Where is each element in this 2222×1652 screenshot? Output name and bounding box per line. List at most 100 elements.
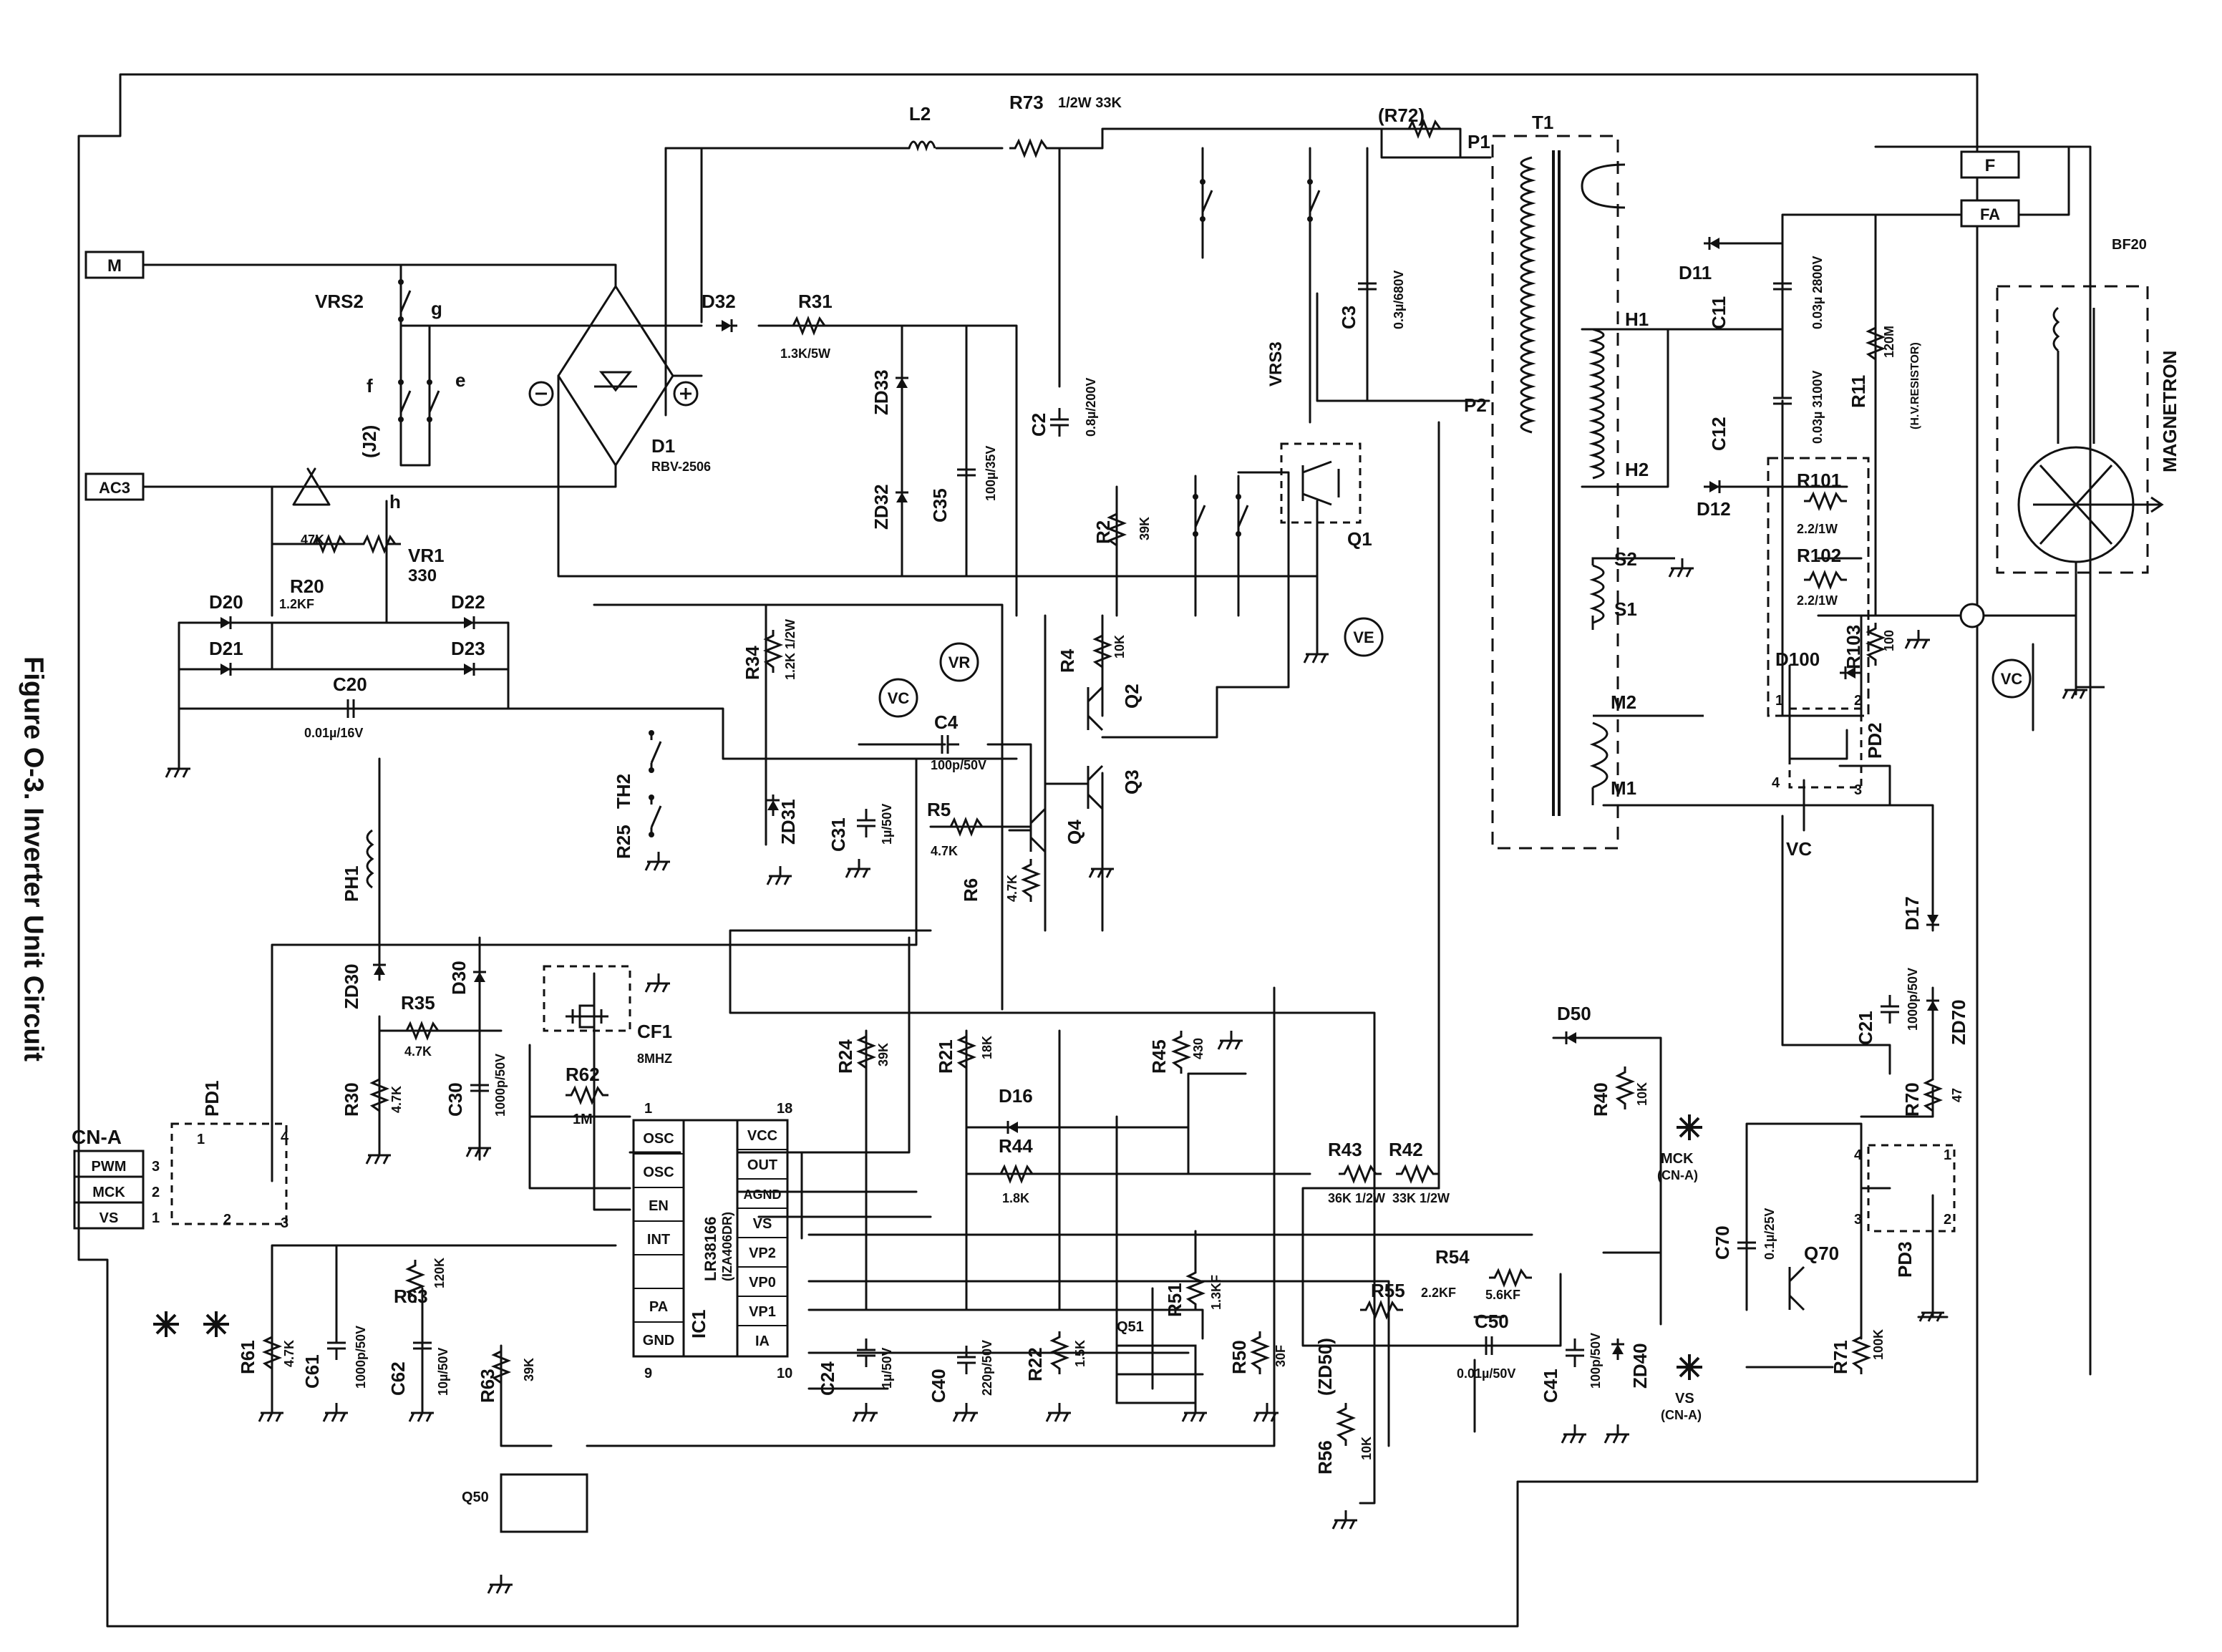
r63a-label: R63 xyxy=(394,1286,428,1307)
r54-value: 5.6KF xyxy=(1485,1288,1520,1302)
vr1-label: VR1 xyxy=(408,545,445,566)
d32-label: D32 xyxy=(702,291,736,312)
cna-title: CN-A xyxy=(72,1126,122,1148)
ic1-pin-en: EN xyxy=(649,1198,669,1214)
r40-value: 10K xyxy=(1635,1082,1649,1106)
ground-13 xyxy=(408,1401,435,1423)
c21-value: 1000p/50V xyxy=(1906,968,1920,1031)
r20-value: 1.2KF xyxy=(279,597,314,611)
zd31-label: ZD31 xyxy=(777,799,799,845)
r51-value: 1.3KF xyxy=(1209,1275,1223,1310)
connector-fa xyxy=(1960,199,2020,228)
switch-g-label: g xyxy=(431,298,442,319)
r22-label: R22 xyxy=(1024,1347,1046,1381)
r101-value: 2.2/1W xyxy=(1797,522,1838,536)
c11-label: C11 xyxy=(1708,296,1729,329)
resistor-r103 xyxy=(1867,621,1884,667)
r63b-label: R63 xyxy=(477,1369,498,1403)
connector-f-label: F xyxy=(1985,156,1996,175)
diode-d21 xyxy=(213,661,238,677)
vs-ref-sub: (CN-A) xyxy=(1661,1408,1702,1422)
resistor-r34 xyxy=(765,628,782,674)
diode-zd33 xyxy=(894,371,910,395)
d50-label: D50 xyxy=(1557,1003,1591,1024)
r34-label: R34 xyxy=(742,646,763,680)
q51-label: Q51 xyxy=(1117,1319,1144,1335)
r31-value: 1.3K/5W xyxy=(780,346,830,361)
r22-value: 1.5K xyxy=(1073,1340,1087,1367)
c61-label: C61 xyxy=(301,1354,323,1389)
c40-label: C40 xyxy=(928,1369,949,1403)
junction-circle xyxy=(1959,603,1985,628)
ground-22 xyxy=(487,1573,514,1595)
switch-e-label: e xyxy=(455,369,465,391)
ground-20 xyxy=(1561,1423,1588,1444)
pd1-label: PD1 xyxy=(201,1080,223,1117)
c21-label: C21 xyxy=(1855,1011,1876,1045)
d22-label: D22 xyxy=(451,591,485,613)
ic1-pin-int: INT xyxy=(647,1232,670,1248)
q50-label: Q50 xyxy=(462,1490,489,1505)
c2-label: C2 xyxy=(1028,413,1049,437)
diode-d30 xyxy=(472,965,487,989)
r63a-value: 120K xyxy=(432,1258,447,1288)
r73-value: 1/2W 33K xyxy=(1058,95,1122,111)
c62-value: 10µ/50V xyxy=(436,1348,450,1396)
ic1-pin-ia: IA xyxy=(755,1333,770,1349)
filament-winding xyxy=(1581,163,1626,209)
q1-label: Q1 xyxy=(1347,528,1372,550)
c62-label: C62 xyxy=(387,1361,409,1396)
pd1-outline xyxy=(170,1122,288,1225)
r55-label: R55 xyxy=(1371,1280,1405,1301)
test-point-vc-hv xyxy=(1991,659,2032,699)
ground-23 xyxy=(1904,628,1931,650)
r70-value: 47 xyxy=(1950,1088,1964,1102)
ground-1 xyxy=(165,757,192,779)
zd32-label: ZD32 xyxy=(870,484,892,530)
r21-value: 18K xyxy=(980,1036,994,1059)
c30-value: 1000p/50V xyxy=(493,1054,508,1117)
t1-label: T1 xyxy=(1532,112,1553,133)
c11-value: 0.03µ 2800V xyxy=(1810,256,1825,329)
r2-label: R2 xyxy=(1092,520,1114,544)
t1-core xyxy=(1552,150,1561,816)
q2-label: Q2 xyxy=(1121,684,1142,709)
ground-3 xyxy=(766,865,793,886)
s-winding xyxy=(1589,564,1605,624)
d20-label: D20 xyxy=(209,591,243,613)
ground-21 xyxy=(1604,1423,1631,1444)
r4-label: R4 xyxy=(1057,648,1078,673)
r63b-value: 39K xyxy=(522,1358,536,1381)
pd1-pin4: 4 xyxy=(281,1129,289,1145)
r35-value: 4.7K xyxy=(404,1044,432,1059)
ground-19 xyxy=(1331,1509,1359,1530)
cna-pin-num2: 2 xyxy=(152,1185,160,1200)
ic1-pin-osc1: OSC xyxy=(643,1131,674,1147)
c70-value: 0.1µ/25V xyxy=(1762,1208,1777,1260)
ic1-pin-gnd: GND xyxy=(643,1333,674,1349)
capacitor-c2 xyxy=(1049,407,1070,438)
capacitor-c41 xyxy=(1564,1337,1586,1369)
r71-value: 100K xyxy=(1871,1329,1886,1360)
q1-outline xyxy=(1280,442,1362,524)
switch-h-label: h xyxy=(389,491,401,512)
m-winding xyxy=(1589,721,1609,789)
ground-9 xyxy=(365,1144,392,1165)
r24-label: R24 xyxy=(835,1039,856,1074)
terminal-star-vs xyxy=(1675,1353,1704,1381)
c4-value: 100p/50V xyxy=(931,758,986,772)
d17-label: D17 xyxy=(1901,896,1923,931)
resistor-r56 xyxy=(1337,1401,1354,1447)
c50-label: C50 xyxy=(1475,1311,1509,1332)
switch-vrs2-label: VRS2 xyxy=(315,291,364,312)
ph1-coil xyxy=(366,829,374,889)
cn-a-connector xyxy=(73,1150,145,1230)
terminal-star-mck xyxy=(1675,1113,1704,1142)
transistor-q50-box xyxy=(500,1473,588,1533)
s2-label: S2 xyxy=(1614,548,1637,570)
ic1-pin-boxes xyxy=(634,1149,787,1326)
r56-value: 10K xyxy=(1359,1437,1374,1460)
resistor-r55 xyxy=(1359,1301,1404,1318)
transistor-q4 xyxy=(1029,807,1047,853)
cna-pin-mck: MCK xyxy=(92,1185,125,1200)
